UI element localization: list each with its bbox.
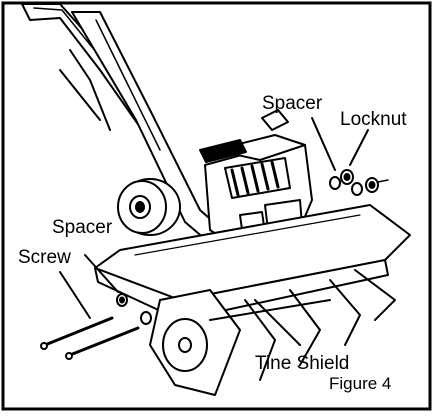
tines: [149, 269, 396, 396]
label-spacer-top: Spacer: [262, 93, 323, 114]
label-figure-number: Figure 4: [329, 374, 392, 393]
rear-wheel: [117, 178, 181, 236]
label-locknut: Locknut: [340, 109, 407, 130]
tine-shield-part: [94, 204, 411, 321]
label-screw: Screw: [18, 247, 71, 268]
label-tine-shield: Tine Shield: [255, 353, 350, 374]
label-spacer-left: Spacer: [52, 217, 113, 238]
screws: [40, 316, 140, 360]
leader-lines: [59, 117, 369, 346]
right-hardware: [329, 169, 389, 196]
